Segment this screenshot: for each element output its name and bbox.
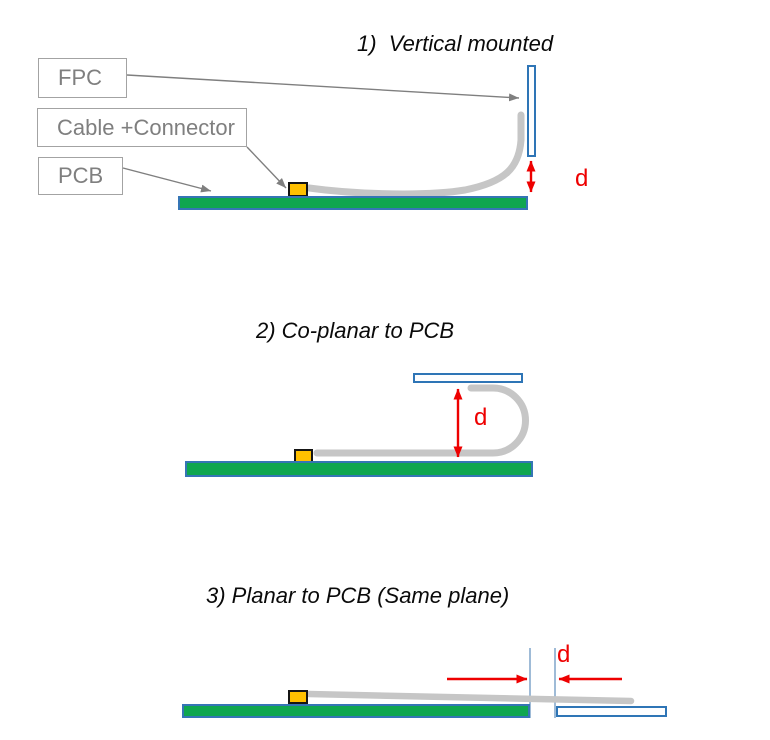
callout-cable-connector-label: Cable +Connector xyxy=(57,114,235,140)
fpc-board-figure1 xyxy=(527,65,536,157)
figure2-title: 2) Co-planar to PCB xyxy=(256,318,455,343)
leader-arrow-pcb xyxy=(122,167,212,193)
pcb-board-figure3 xyxy=(182,704,530,718)
pcb-board-figure2 xyxy=(185,461,533,477)
callout-pcb: PCB xyxy=(38,157,123,195)
figure3-title: 3) Planar to PCB (Same plane) xyxy=(206,583,510,608)
connector-figure1 xyxy=(288,182,308,197)
callout-cable-connector: Cable +Connector xyxy=(37,108,247,147)
cable-figure3 xyxy=(305,690,635,705)
dimension-d-figure2: d xyxy=(474,404,488,431)
callout-fpc: FPC xyxy=(38,58,127,98)
fpc-board-figure2 xyxy=(413,373,523,383)
figure1-title: 1) Vertical mounted xyxy=(357,31,554,56)
connector-figure3 xyxy=(288,690,308,704)
leader-arrow-fpc xyxy=(126,74,520,102)
dimension-d-figure3: d xyxy=(557,641,571,668)
callout-pcb-label: PCB xyxy=(58,163,104,188)
dimension-d-figure1: d xyxy=(575,165,589,192)
cable-figure2 xyxy=(313,384,529,457)
callout-fpc-label: FPC xyxy=(58,65,102,90)
leader-arrow-cable-connector xyxy=(246,146,287,189)
fpc-board-figure3 xyxy=(556,706,667,717)
pcb-board-figure1 xyxy=(178,196,528,210)
cable-figure1 xyxy=(305,111,525,198)
